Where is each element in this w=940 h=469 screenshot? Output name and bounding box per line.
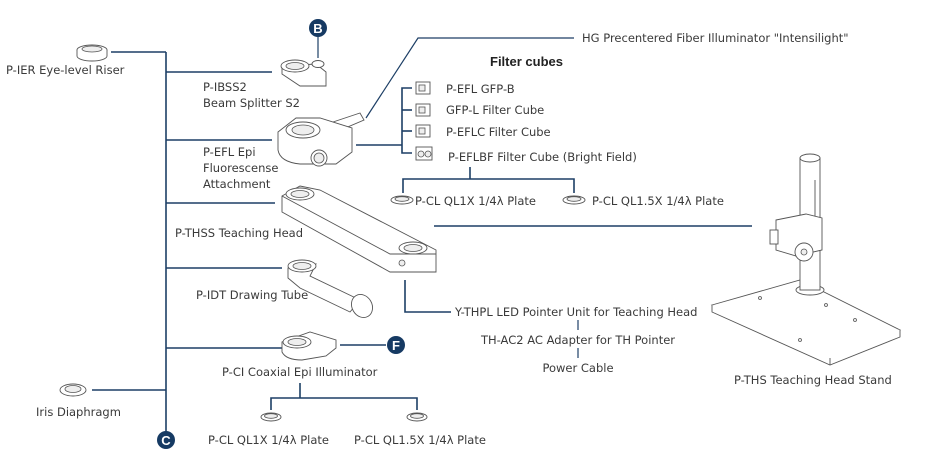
filter-cube-label: P-EFLC Filter Cube xyxy=(446,125,551,139)
coaxial-plate-label: P-CL QL1.5X 1/4λ Plate xyxy=(354,433,486,447)
ac-adapter-label: TH-AC2 AC Adapter for TH Pointer xyxy=(480,333,675,347)
beam-splitter-label-2: Beam Splitter S2 xyxy=(203,96,300,110)
teaching-head-icon xyxy=(281,185,437,273)
connector-lines xyxy=(92,37,752,438)
lambda-plate-icon xyxy=(562,195,586,205)
filter-cube-label: P-EFL GFP-B xyxy=(446,82,515,96)
teaching-head-label: P-THSS Teaching Head xyxy=(175,226,303,240)
eye-level-riser-label: P-IER Eye-level Riser xyxy=(6,63,125,77)
filter-cube-icon xyxy=(415,81,431,95)
beam-splitter-icon xyxy=(280,59,327,87)
drawing-tube-icon xyxy=(287,259,373,318)
badge-b: B xyxy=(309,19,327,37)
coaxial-plates-bracket xyxy=(270,397,418,410)
badge-f: F xyxy=(387,336,405,354)
coaxial-epi-icon xyxy=(281,331,337,361)
led-pointer-label: Y-THPL LED Pointer Unit for Teaching Hea… xyxy=(454,305,697,319)
badge-f-text: F xyxy=(392,338,400,353)
epi-fl-label-1: P-EFL Epi xyxy=(203,145,256,159)
filter-cube-icon xyxy=(415,124,431,138)
drawing-tube-label: P-IDT Drawing Tube xyxy=(196,288,308,302)
hg-illuminator-line xyxy=(365,37,574,119)
badge-c-text: C xyxy=(161,433,171,448)
teaching-head-stand-label: P-THS Teaching Head Stand xyxy=(734,373,892,387)
lambda-plate-icon xyxy=(390,195,414,205)
epi-plates-bracket xyxy=(402,178,575,193)
epi-fl-label-3: Attachment xyxy=(203,177,271,191)
epi-plate-label: P-CL QL1.5X 1/4λ Plate xyxy=(592,194,724,208)
coaxial-epi-label: P-CI Coaxial Epi Illuminator xyxy=(222,365,378,379)
epi-fl-attachment-icon xyxy=(277,117,353,167)
epi-fl-label-2: Fluorescense xyxy=(203,161,278,175)
coaxial-plate-label: P-CL QL1X 1/4λ Plate xyxy=(208,433,329,447)
beam-splitter-label-1: P-IBSS2 xyxy=(203,80,247,94)
power-cable-label: Power Cable xyxy=(542,361,613,375)
epi-plate-label: P-CL QL1X 1/4λ Plate xyxy=(415,194,536,208)
teaching-head-stand-icon xyxy=(710,153,902,366)
filter-cube-icon xyxy=(415,146,433,161)
filter-cubes-heading: Filter cubes xyxy=(490,54,563,69)
iris-diaphragm-label: Iris Diaphragm xyxy=(36,405,121,419)
hg-illuminator-label: HG Precentered Fiber Illuminator "Intens… xyxy=(582,31,849,45)
led-pointer-line xyxy=(404,280,451,313)
iris-diaphragm-icon xyxy=(59,383,87,397)
filter-cube-label: GFP-L Filter Cube xyxy=(446,103,544,117)
badge-b-text: B xyxy=(313,21,322,36)
lambda-plate-icon xyxy=(260,412,282,422)
filter-cube-label: P-EFLBF Filter Cube (Bright Field) xyxy=(448,150,637,164)
eye-level-riser-icon xyxy=(76,44,108,62)
lambda-plate-icon xyxy=(406,412,428,422)
filter-cube-icons xyxy=(415,81,433,161)
filter-cube-icon xyxy=(415,103,431,117)
badge-c: C xyxy=(157,431,175,449)
filter-cube-bracket xyxy=(401,87,412,154)
